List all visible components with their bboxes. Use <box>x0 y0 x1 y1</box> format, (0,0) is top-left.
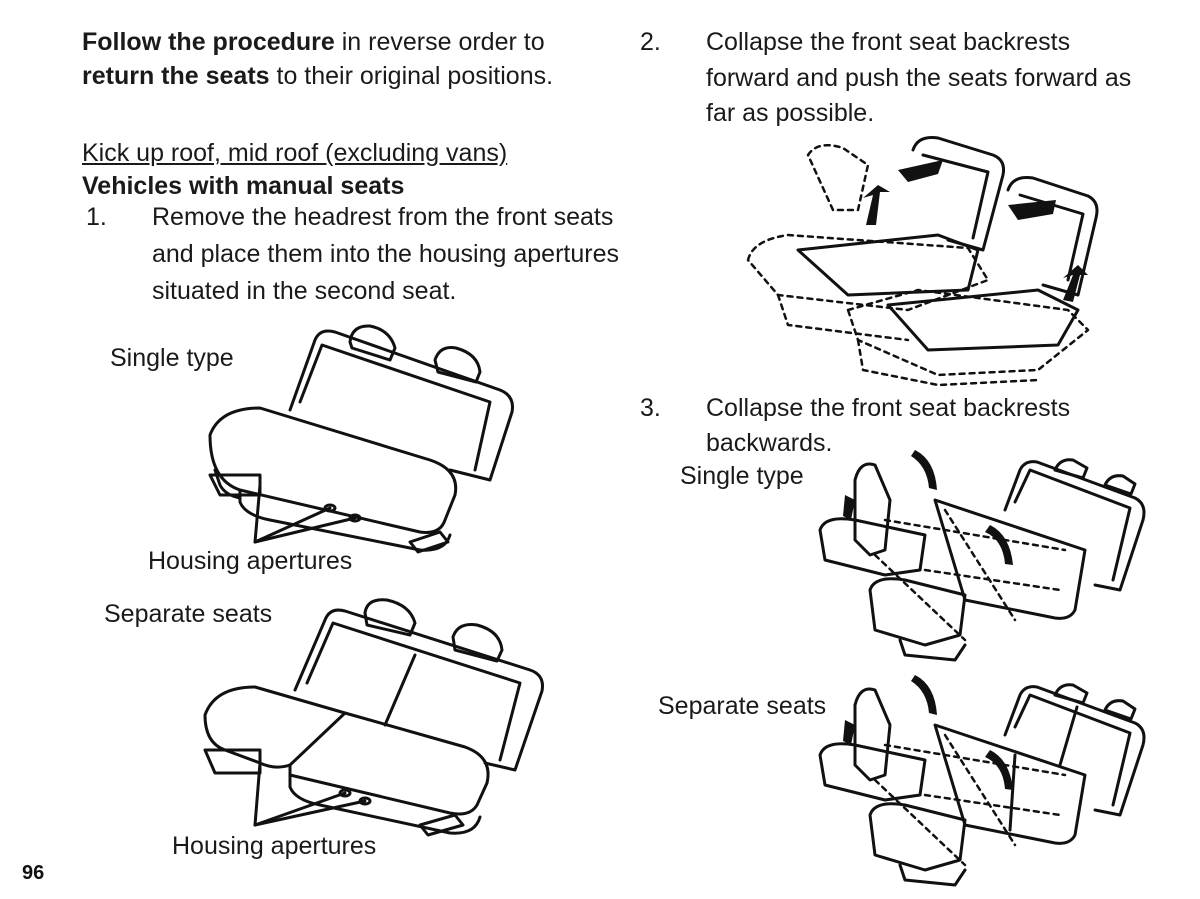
step3-number: 3. <box>640 394 661 422</box>
step3-line-2: backwards. <box>706 429 833 457</box>
step2-line-3: far as possible. <box>706 99 875 127</box>
single-type-backrests-back-figure <box>818 450 1146 662</box>
intro-rest-1: in reverse order to <box>334 28 545 56</box>
intro-rest-2: to their original positions. <box>269 62 554 90</box>
fig2-label: Separate seats <box>104 600 273 628</box>
step1-line-2: and place them into the housing aperture… <box>152 240 619 268</box>
step2-number: 2. <box>640 28 661 56</box>
intro-bold-1: Follow the procedure <box>82 28 335 56</box>
step1-line-1: Remove the headrest from the front seats <box>152 203 614 231</box>
fig2-caption: Housing apertures <box>172 832 377 860</box>
single-bench-seat-figure <box>208 324 514 554</box>
intro-line-1: Follow the procedure in reverse order to <box>82 26 545 59</box>
fig4-label: Separate seats <box>658 692 827 720</box>
intro-line-2: return the seats to their original posit… <box>82 60 553 93</box>
step1-line-3: situated in the second seat. <box>152 277 457 305</box>
intro-bold-2: return the seats <box>82 62 270 90</box>
step3-line-1: Collapse the front seat backrests <box>706 394 1071 422</box>
fig1-label: Single type <box>110 344 234 372</box>
separate-bench-seats-figure <box>203 598 544 837</box>
page-number: 96 <box>22 862 45 884</box>
step2-line-2: forward and push the seats forward as <box>706 64 1132 92</box>
step2-line-1: Collapse the front seat backrests <box>706 28 1071 56</box>
front-seats-forward-figure <box>746 136 1099 387</box>
section-heading: Kick up roof, mid roof (excluding vans) <box>82 139 508 167</box>
fig3-label: Single type <box>680 462 804 490</box>
fig1-caption: Housing apertures <box>148 547 353 575</box>
separate-seats-backrests-back-figure <box>818 675 1146 887</box>
subheading: Vehicles with manual seats <box>82 172 405 200</box>
step1-number: 1. <box>86 203 107 231</box>
